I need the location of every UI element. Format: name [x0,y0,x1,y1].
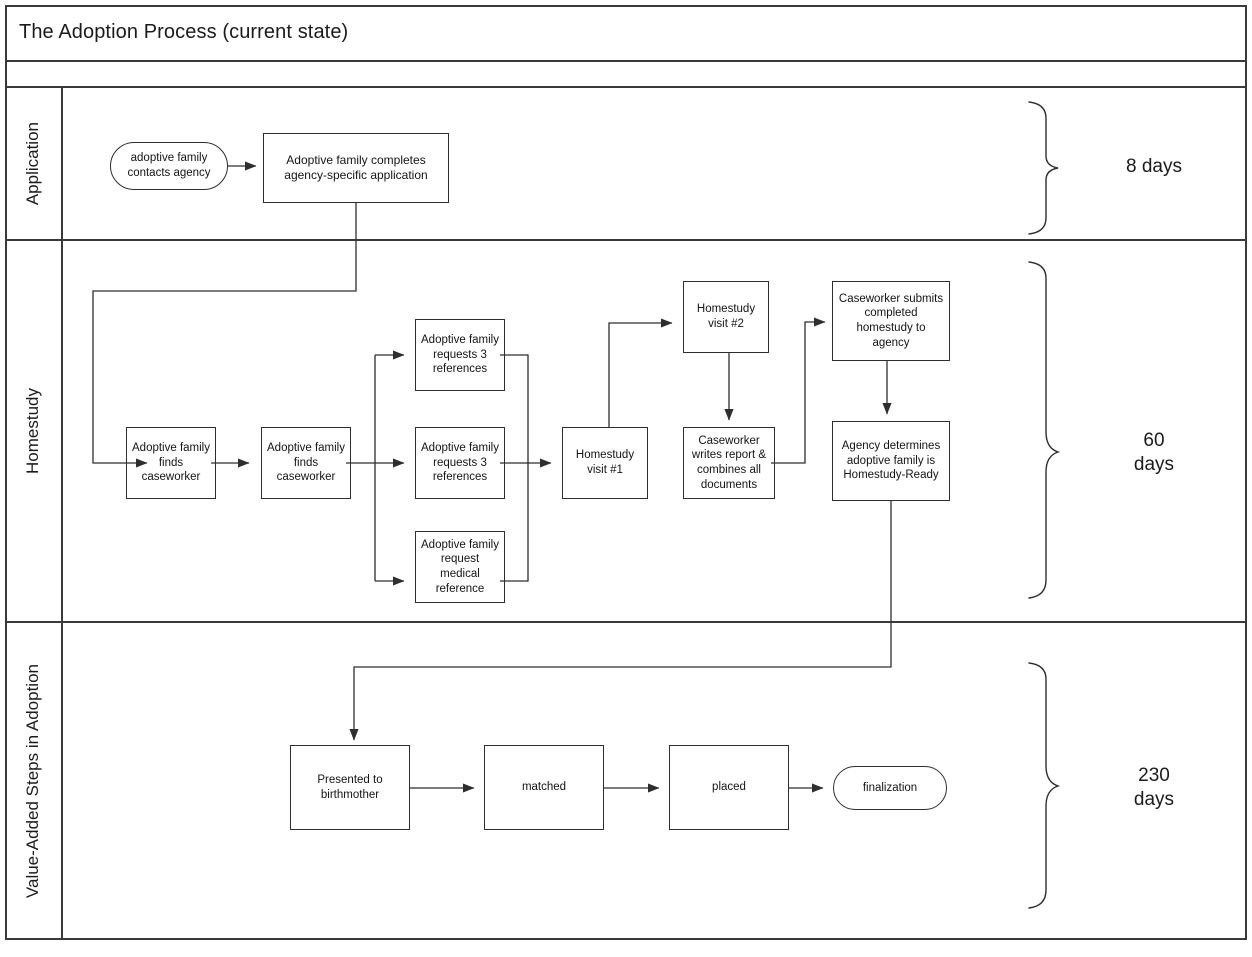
node-label: Caseworker submits completed homestudy t… [838,292,944,349]
node-label: Adoptive family completes agency-specifi… [284,152,428,182]
node-label: Agency determines adoptive family is Hom… [841,439,941,482]
diagram-header-band [5,62,1247,88]
swimlane-value-added: Value-Added Steps in Adoption Presented … [5,623,1247,940]
diagram-title-row: The Adoption Process (current state) [5,5,1247,62]
node-label: placed [712,781,746,794]
node-label: Adoptive family requests 3 references [421,333,499,376]
swimlane-label-text: Homestudy [23,388,42,474]
duration-value: 60 [1143,430,1165,451]
swimlane-homestudy: Homestudy Adoptive family finds casework… [5,241,1247,623]
page-title: The Adoption Process (current state) [19,21,349,43]
duration-unit: days [1133,788,1175,810]
node-label: Adoptive family requests 3 references [421,441,499,484]
node-adoptive-family-requests-3-references-2[interactable]: Adoptive family requests 3 references [415,427,505,499]
swimlane-label-text: Application [23,121,42,206]
swimlane-label-text: Value-Added Steps in Adoption [23,664,42,899]
node-label: Adoptive family finds caseworker [267,441,345,484]
node-caseworker-writes-report[interactable]: Caseworker writes report & combines all … [683,427,775,499]
swimlane-body-homestudy: Adoptive family finds caseworker Adoptiv… [63,241,1247,621]
swimlane-body-application: adoptive family contacts agency Adoptive… [63,88,1247,239]
duration-unit: days [1133,453,1175,475]
duration-value-added: 230 days [1094,764,1214,812]
node-caseworker-submits-homestudy[interactable]: Caseworker submits completed homestudy t… [832,281,950,361]
node-homestudy-visit-2[interactable]: Homestudy visit #2 [683,281,769,353]
node-label: Homestudy visit #2 [696,303,756,330]
node-adoptive-family-finds-caseworker-1[interactable]: Adoptive family finds caseworker [126,427,216,499]
node-adoptive-family-contacts-agency[interactable]: adoptive family contacts agency [110,142,228,190]
node-adoptive-family-request-medical-reference[interactable]: Adoptive family request medical referenc… [415,531,505,603]
node-label: Adoptive family finds caseworker [132,441,210,484]
swimlane-application: Application adoptive family contacts age… [5,88,1247,241]
swimlane-label-value-added: Value-Added Steps in Adoption [5,623,63,940]
node-label: finalization [862,781,918,794]
node-label: matched [521,781,567,794]
swimlane-body-value-added: Presented to birthmother matched placed … [63,623,1247,940]
node-adoptive-family-requests-3-references-1[interactable]: Adoptive family requests 3 references [415,319,505,391]
node-adoptive-family-finds-caseworker-2[interactable]: Adoptive family finds caseworker [261,427,351,499]
swimlane-label-application: Application [5,88,63,239]
diagram-outer-frame [5,5,1247,940]
node-finalization[interactable]: finalization [833,766,947,810]
duration-application: 8 days [1094,155,1214,179]
node-matched[interactable]: matched [484,745,604,830]
node-label: Caseworker writes report & combines all … [691,434,767,491]
node-presented-to-birthmother[interactable]: Presented to birthmother [290,745,410,830]
node-placed[interactable]: placed [669,745,789,830]
node-homestudy-visit-1[interactable]: Homestudy visit #1 [562,427,648,499]
duration-value: 230 [1138,765,1170,786]
duration-homestudy: 60 days [1094,429,1214,477]
node-label: Adoptive family request medical referenc… [421,538,499,595]
node-agency-determines-homestudy-ready[interactable]: Agency determines adoptive family is Hom… [832,421,950,501]
duration-text: 8 days [1126,156,1182,177]
node-label: Homestudy visit #1 [575,449,635,476]
node-adoptive-family-completes-application[interactable]: Adoptive family completes agency-specifi… [263,133,449,203]
swimlane-label-homestudy: Homestudy [5,241,63,621]
node-label: adoptive family contacts agency [127,152,211,179]
node-label: Presented to birthmother [317,773,383,801]
